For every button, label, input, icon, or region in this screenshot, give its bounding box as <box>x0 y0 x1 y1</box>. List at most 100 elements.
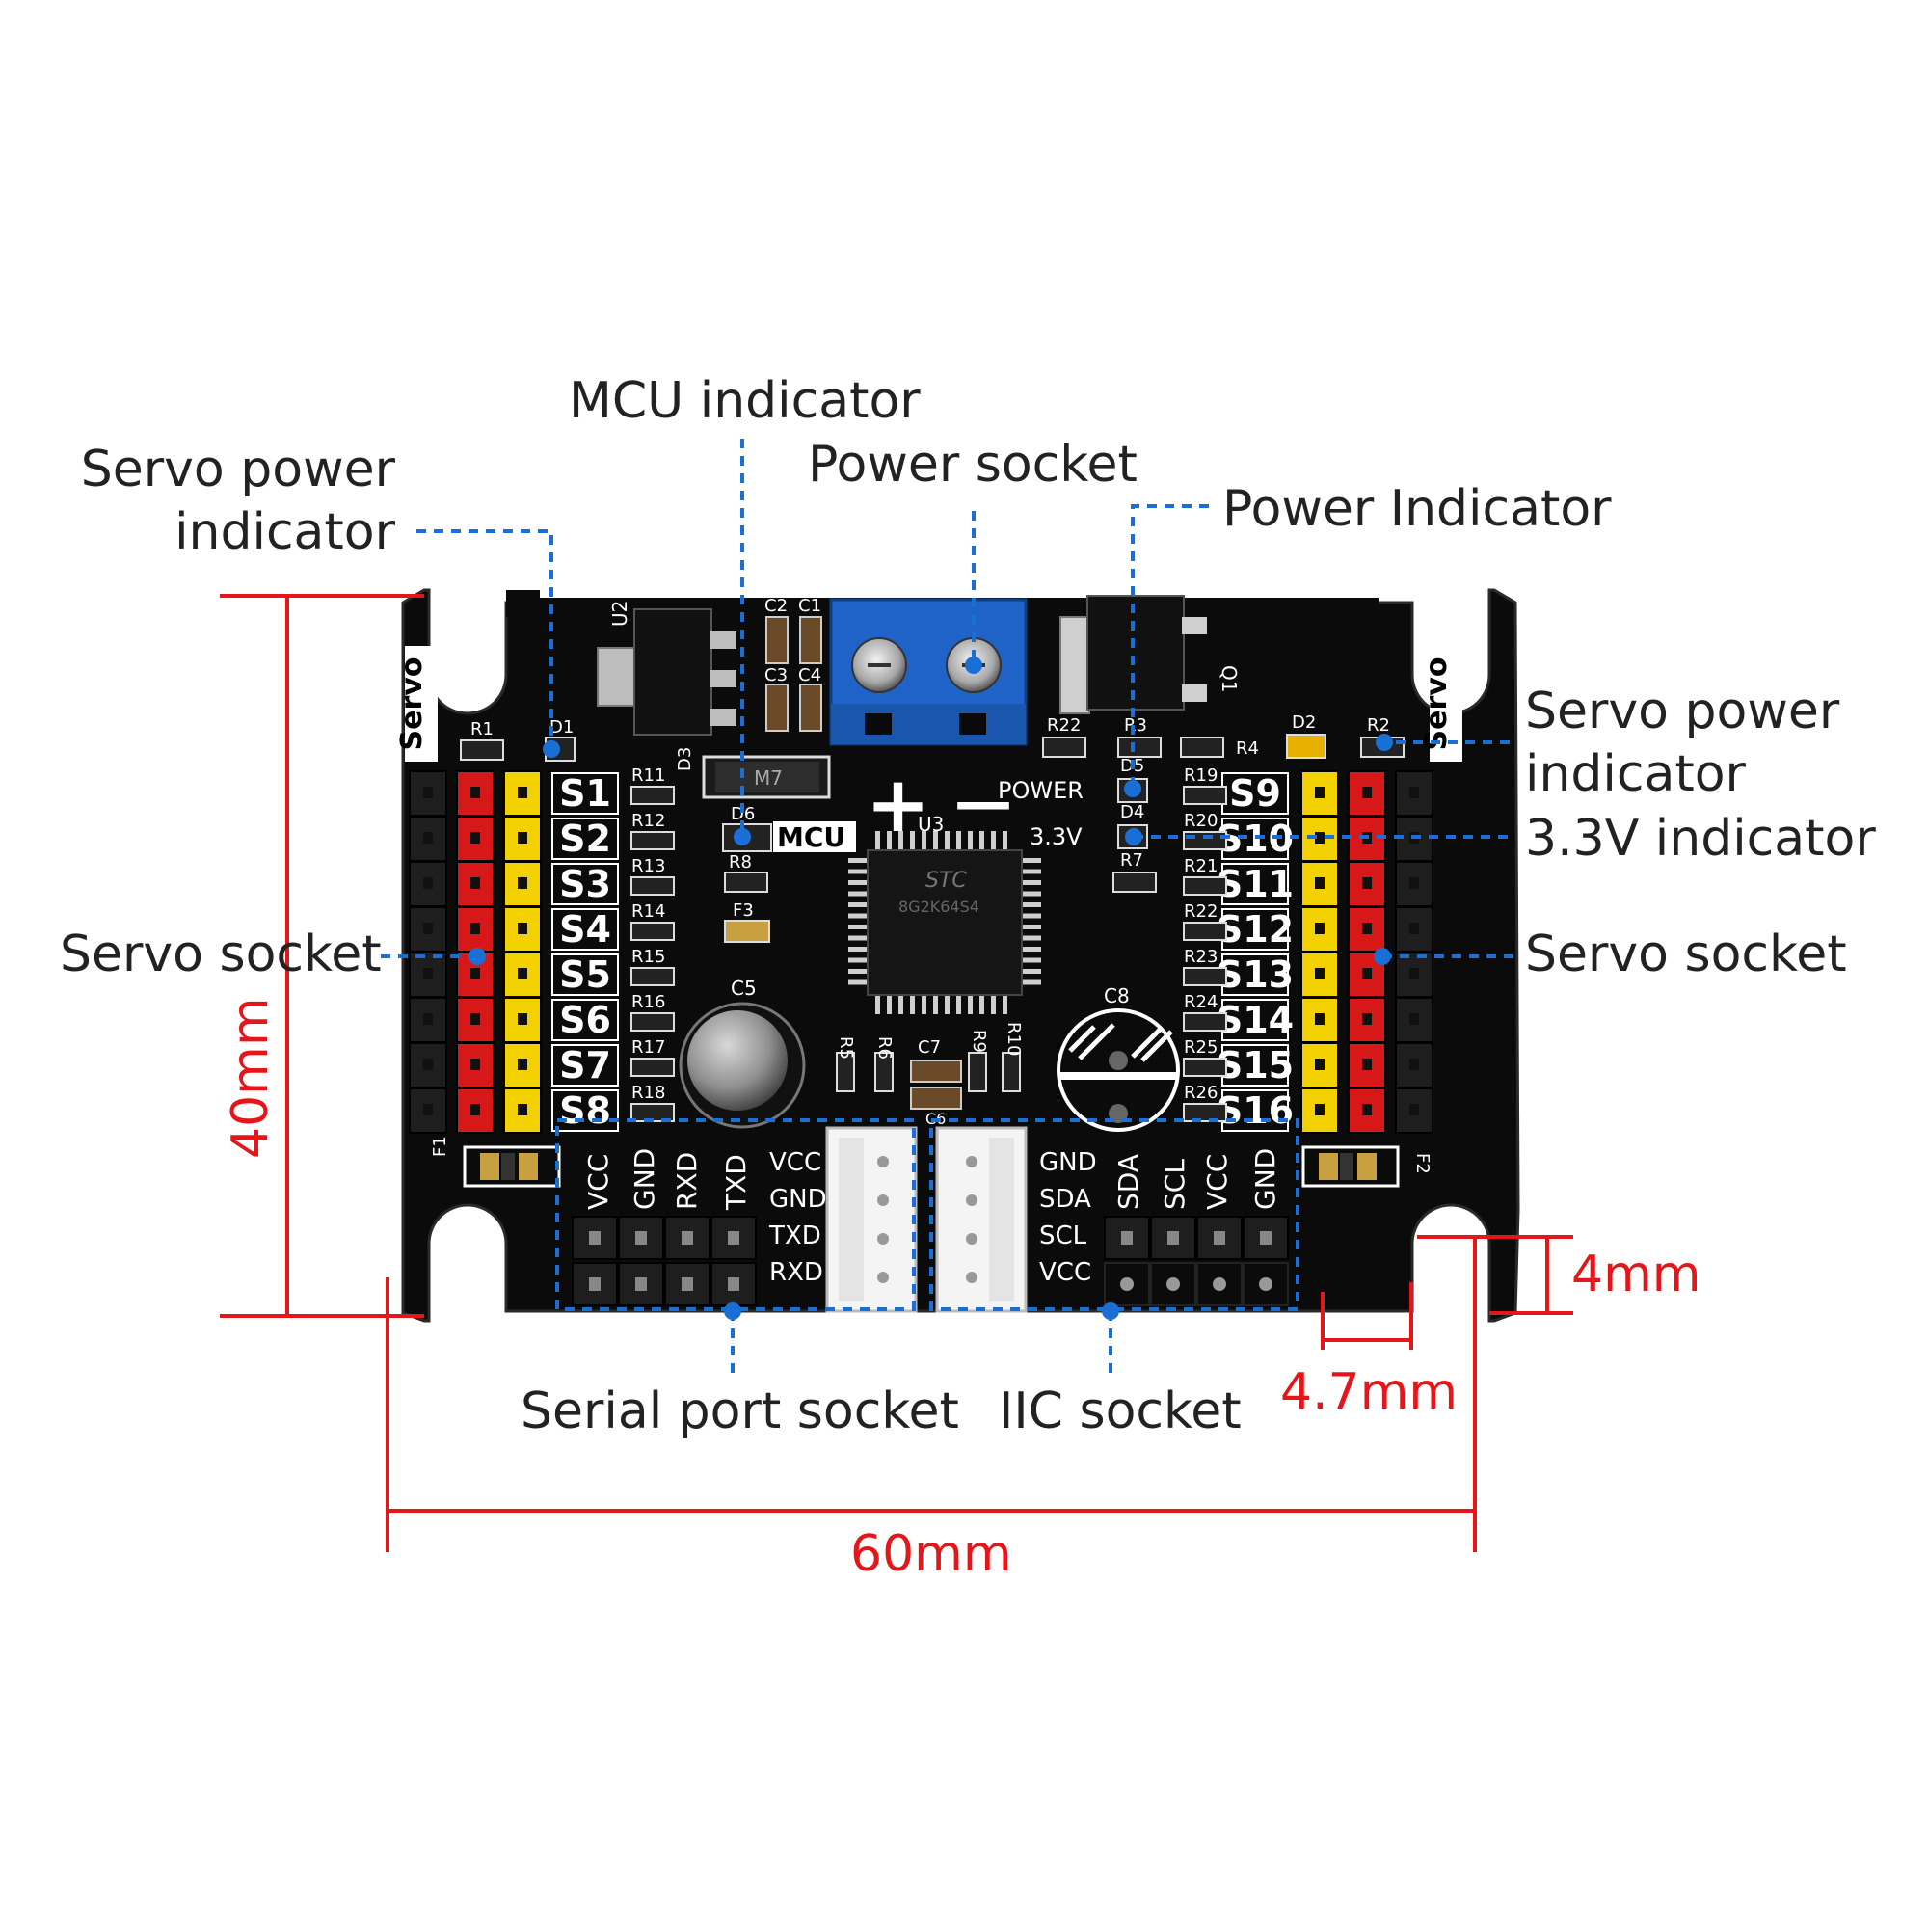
callout-serial-port-socket: Serial port socket <box>521 1382 959 1440</box>
left-channel-box-5 <box>551 999 619 1041</box>
label-power: POWER <box>998 777 1084 804</box>
right-pin-hole-0-2 <box>1315 877 1325 889</box>
left-pin-hole-0-3 <box>423 923 433 934</box>
chip-pin-bottom-2 <box>898 993 903 1014</box>
label-d3: D3 <box>675 747 695 771</box>
chip-pin-left-2 <box>848 880 870 885</box>
iic-jst-connector <box>935 1126 1028 1313</box>
left-pin-hole-2-1 <box>518 832 527 844</box>
chip-pin-bottom-5 <box>933 993 938 1014</box>
serial-hdr-pin-1-2 <box>682 1277 693 1291</box>
diode-d3: M7 D3 <box>675 747 831 799</box>
left-channel-box-1 <box>551 818 619 860</box>
left-pin-hole-1-6 <box>470 1059 480 1070</box>
right-res-label-2: R21 <box>1184 856 1218 876</box>
right-res-4 <box>1183 967 1227 986</box>
chip-pin-right-7 <box>1020 935 1041 941</box>
chip-pin-left-4 <box>848 902 870 907</box>
right-pin-hole-0-7 <box>1315 1104 1325 1115</box>
right-res-label-7: R26 <box>1184 1083 1218 1103</box>
line-servo-power-left <box>416 529 553 749</box>
right-res-label-3: R22 <box>1184 901 1218 922</box>
servo-label-right: Servo <box>1420 657 1454 751</box>
left-pin-hole-1-2 <box>470 877 480 889</box>
chip-pin-left-11 <box>848 979 870 985</box>
iic-header <box>1104 1216 1289 1306</box>
left-channel-label-6: S7 <box>559 1044 611 1087</box>
right-pin-hole-1-2 <box>1362 877 1372 889</box>
label-q1: Q1 <box>1218 665 1241 692</box>
iic-pin-label-1: SCL <box>1159 1159 1191 1210</box>
label-c3: C3 <box>764 665 788 685</box>
left-channel-box-7 <box>551 1089 619 1132</box>
label-r2: R2 <box>1367 715 1390 736</box>
serial-conn-label-2: TXD <box>768 1221 821 1250</box>
dim-width-label: 60mm <box>850 1525 1012 1583</box>
iic-pin-label-3: GND <box>1249 1148 1281 1210</box>
chip-pin-top-3 <box>910 831 915 852</box>
right-pin-hole-0-6 <box>1315 1059 1325 1070</box>
left-pin-hole-2-5 <box>518 1013 527 1025</box>
left-channel-label-4: S5 <box>559 953 611 996</box>
iic-hdr-pin-0-3 <box>1260 1231 1272 1245</box>
left-channel-box-4 <box>551 953 619 996</box>
label-c1: C1 <box>798 596 821 616</box>
right-pin-hole-1-3 <box>1362 923 1372 934</box>
pcb-top-notch-left <box>506 590 540 617</box>
label-33v: 3.3V <box>1030 823 1083 850</box>
right-pin-hole-0-3 <box>1315 923 1325 934</box>
chip-pin-left-10 <box>848 969 870 974</box>
iic-pin-label-0: SDA <box>1112 1154 1144 1210</box>
callout-servo-socket-left: Servo socket <box>60 926 382 983</box>
left-pin-hole-2-3 <box>518 923 527 934</box>
chip-pin-left-7 <box>848 935 870 941</box>
serial-header <box>572 1216 757 1306</box>
left-pin-hole-0-6 <box>423 1059 433 1070</box>
chip-pin-right-9 <box>1020 957 1041 963</box>
chip-pin-top-6 <box>945 831 950 852</box>
label-d1: D1 <box>549 717 574 738</box>
callout-power-indicator: Power Indicator <box>1222 480 1612 538</box>
callout-servo-power-right: Servo power indicator <box>1525 683 1840 803</box>
left-pin-hole-2-6 <box>518 1059 527 1070</box>
right-res-2 <box>1183 876 1227 896</box>
right-res-7 <box>1183 1103 1227 1122</box>
label-d2: D2 <box>1292 712 1316 733</box>
right-res-1 <box>1183 831 1227 850</box>
right-pin-hole-2-4 <box>1409 968 1419 979</box>
mosfet-q1: Q1 <box>1059 595 1241 714</box>
label-r22: R22 <box>1047 715 1081 736</box>
chip-pin-left-3 <box>848 891 870 897</box>
fuse-f2: F2 <box>1301 1145 1433 1188</box>
left-res-label-0: R11 <box>631 765 665 786</box>
label-c2: C2 <box>764 596 788 616</box>
serial-hdr-pin-1-3 <box>728 1277 739 1291</box>
right-pin-hole-1-5 <box>1362 1013 1372 1025</box>
left-channel-label-0: S1 <box>559 772 611 815</box>
right-channel-label-2: S11 <box>1217 863 1294 905</box>
left-res-label-4: R15 <box>631 947 665 967</box>
box-serial <box>555 1118 916 1311</box>
fuse-f1: F1 <box>430 1136 561 1188</box>
left-pin-hole-0-2 <box>423 877 433 889</box>
right-res-5 <box>1183 1012 1227 1032</box>
servo-headers-right <box>1300 770 1433 1134</box>
serial-hdr-pin-0-0 <box>589 1231 601 1245</box>
left-res-4 <box>630 967 675 986</box>
chip-model: 8G2K64S4 <box>898 898 979 916</box>
chip-pin-top-8 <box>968 831 973 852</box>
serial-pin-label-2: RXD <box>671 1152 703 1210</box>
chip-pin-bottom-9 <box>979 993 984 1014</box>
right-pin-hole-0-1 <box>1315 832 1325 844</box>
iic-conn-label-2: SCL <box>1039 1221 1087 1250</box>
serial-pin-label-0: VCC <box>582 1154 614 1210</box>
right-res-3 <box>1183 922 1227 941</box>
capacitor-c8: C8 <box>1057 984 1180 1132</box>
left-pin-hole-0-5 <box>423 1013 433 1025</box>
chip-pin-top-11 <box>1003 831 1007 852</box>
left-channel-label-7: S8 <box>559 1089 611 1132</box>
iic-pin-label-2: VCC <box>1201 1154 1233 1210</box>
chip-pin-top-9 <box>979 831 984 852</box>
right-pin-hole-0-5 <box>1315 1013 1325 1025</box>
right-channel-label-3: S12 <box>1217 908 1294 951</box>
